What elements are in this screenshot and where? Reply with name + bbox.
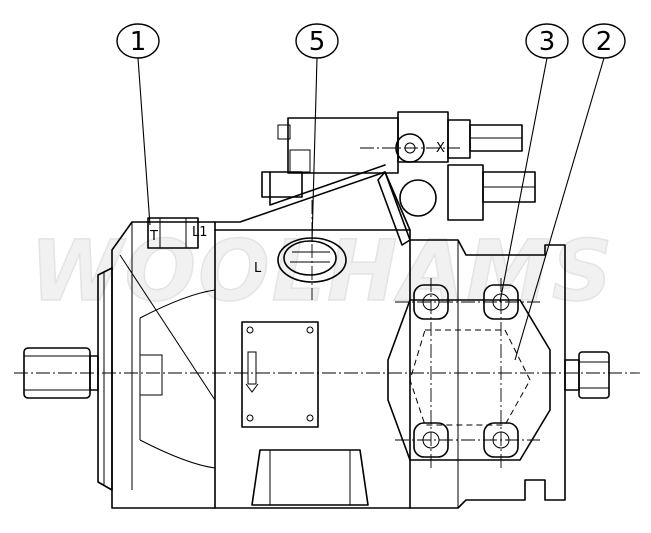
callout-2: 2 bbox=[582, 23, 626, 59]
port-label-t: T bbox=[149, 229, 158, 244]
name-plate bbox=[241, 321, 319, 428]
control-valve-block bbox=[214, 111, 536, 246]
port-label-x: X bbox=[436, 141, 445, 156]
center-lines bbox=[14, 147, 640, 470]
port-label-l1: L1 bbox=[192, 225, 208, 240]
rear-plug bbox=[564, 351, 610, 399]
callout-1: 1 bbox=[116, 23, 160, 59]
callout-label-1: 1 bbox=[130, 27, 147, 57]
svg-text:WOOLHAMS: WOOLHAMS bbox=[30, 222, 614, 320]
leader-lines bbox=[137, 57, 605, 361]
watermark: WOOLHAMS bbox=[29, 221, 614, 321]
callout-5: 5 bbox=[295, 23, 339, 59]
port-label-l: L bbox=[254, 261, 262, 276]
callout-3: 3 bbox=[525, 23, 569, 59]
callout-label-3: 3 bbox=[539, 27, 556, 57]
callout-label-2: 2 bbox=[596, 27, 613, 57]
port-l1-fitting: T L1 bbox=[147, 217, 208, 249]
callout-label-5: 5 bbox=[309, 27, 326, 57]
